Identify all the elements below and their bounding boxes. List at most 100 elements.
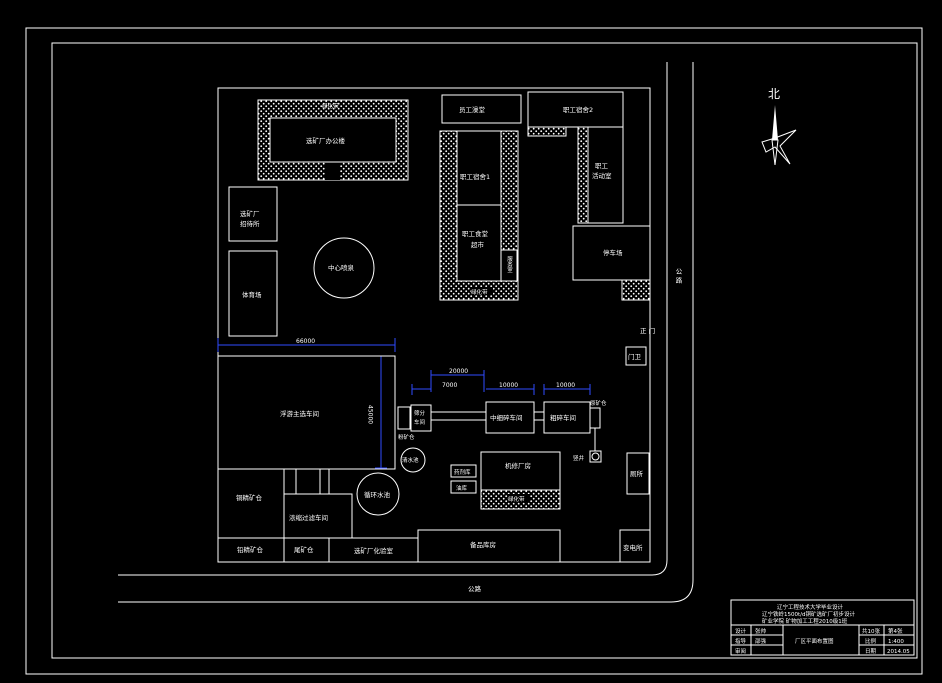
lab-label: 选矿厂化验室: [354, 546, 394, 555]
shaft: [589, 450, 602, 463]
tb-date: 2014.05: [887, 649, 910, 655]
gym-label: 体育场: [242, 290, 262, 299]
parking-greening: [621, 279, 651, 301]
dimension-66000: 66000: [217, 338, 396, 352]
shaft-label: 竖井: [573, 454, 585, 462]
conveyor-1: [431, 411, 486, 421]
service-room: [500, 249, 518, 282]
tb-drawing-name: 厂区平面布置图: [795, 637, 834, 645]
canteen-label-2: 超市: [471, 240, 485, 249]
mid-crush-label: 中细碎车间: [490, 413, 523, 422]
title-line3: 矿业学院 矿物加工工程2010级1班: [762, 617, 848, 625]
raw-ore-bin: [589, 407, 601, 429]
toilet: [626, 452, 650, 495]
oil-store: [450, 480, 477, 494]
center-fountain-label: 中心喷泉: [328, 263, 355, 272]
road-right-label: 公 路: [674, 268, 682, 284]
guard-label: 门卫: [628, 352, 642, 361]
tail-bin-label: 尾矿仓: [294, 545, 314, 554]
svg-text:66000: 66000: [296, 338, 315, 345]
svg-text:20000: 20000: [449, 368, 468, 375]
dimension-10000-b: 10000: [543, 382, 591, 395]
copper-conc-label: 铜精矿仓: [236, 493, 263, 502]
dorm1-label: 职工宿舍1: [460, 172, 490, 181]
coarse-crush-label: 粗碎车间: [550, 413, 576, 422]
screening-label-2: 车间: [414, 418, 425, 426]
activity-greening: [577, 126, 590, 224]
clear-water-label: 清水池: [402, 456, 419, 464]
reagent-store: [450, 464, 477, 478]
tb-sheet-no: 第4张: [888, 627, 903, 635]
dorm-greening-label: 绿化带: [471, 288, 488, 296]
inner-frame: [51, 42, 918, 659]
toilet-label: 厕所: [630, 469, 644, 478]
center-fountain: [313, 237, 375, 299]
fine-ore-bin: [397, 406, 411, 430]
title-block: 辽宁工程技术大学毕业设计 辽宁铁岭1500t/d铜矿选矿厂初步设计 矿业学院 矿…: [730, 599, 915, 656]
guest-house: [228, 186, 278, 242]
oil-label: 油库: [456, 484, 468, 492]
copper-conc-bin: [217, 468, 285, 539]
thickener-frame: [283, 468, 330, 495]
svg-text:45000: 45000: [367, 405, 374, 424]
warehouse-label: 备品库房: [470, 540, 496, 549]
canteen-label-1: 职工食堂: [462, 229, 489, 238]
title-line1: 辽宁工程技术大学毕业设计: [777, 603, 844, 611]
tb-guide-value: 邵强: [755, 637, 767, 645]
parking-lot: [572, 225, 651, 281]
lead-bin-label: 铅精矿仓: [237, 545, 264, 554]
guard-house: [625, 346, 647, 366]
tb-scale: 1:400: [888, 639, 904, 645]
road-right-line-2: [118, 62, 694, 603]
tb-design-value: 张帅: [755, 627, 767, 635]
circulating-pool: [356, 472, 400, 516]
parking-label: 停车场: [603, 248, 623, 257]
guest-label-1: 选矿厂: [240, 209, 260, 218]
svg-text:10000: 10000: [556, 382, 575, 389]
activity-label-2: 活动室: [592, 171, 612, 180]
office-building: [269, 117, 397, 163]
dimension-45000: 45000: [367, 355, 387, 469]
tb-sheets: 共10张: [862, 627, 880, 635]
activity-label-1: 职工: [595, 162, 609, 170]
north-arrow-icon: [761, 105, 797, 166]
repair-label: 机修厂房: [505, 461, 531, 470]
screening-label-1: 筛分: [414, 409, 426, 417]
tb-date-label: 日期: [865, 648, 877, 655]
clear-water-pool: [400, 447, 426, 473]
main-gate-label: 正 门: [640, 326, 655, 335]
tb-review-label: 审阅: [735, 647, 746, 655]
repair-greening-label: 绿化带: [508, 495, 525, 503]
gym: [228, 250, 278, 337]
staff-bath-label: 员工澡堂: [459, 105, 486, 114]
canteen-building: [456, 204, 502, 282]
mid-crush-hall: [485, 401, 535, 434]
repair-shop: [480, 451, 561, 491]
substation: [619, 529, 651, 563]
svg-text:7000: 7000: [442, 382, 457, 389]
flotation-label: 浮游主选车间: [280, 409, 319, 418]
activity-room: [587, 126, 624, 224]
thickener-label: 浓缩过滤车间: [289, 513, 328, 522]
tb-scale-label: 比例: [865, 637, 877, 645]
office-label: 选矿厂办公楼: [306, 136, 346, 145]
road-right-line-1: [118, 62, 668, 576]
warehouse: [417, 529, 561, 563]
office-greening-label: 绿化带: [322, 102, 339, 110]
dorm2-label: 职工宿舍2: [563, 105, 593, 114]
north-label: 北: [768, 87, 780, 101]
dorm2-building: [527, 91, 624, 128]
dorm1-building: [456, 130, 502, 206]
raw-ore-label: 原矿仓: [590, 399, 607, 407]
svg-text:10000: 10000: [499, 382, 518, 389]
service-label: 服务室: [506, 256, 513, 273]
substation-label: 变电所: [623, 543, 643, 552]
road-bottom-label: 公路: [468, 584, 482, 593]
dimension-7000: 7000: [411, 382, 457, 395]
dimension-10000-a: 10000: [486, 382, 535, 395]
circ-pool-label: 循环水池: [364, 490, 391, 499]
staff-bath: [441, 94, 522, 124]
screening-hall: [410, 404, 432, 432]
reagent-label: 药剂库: [454, 468, 471, 476]
